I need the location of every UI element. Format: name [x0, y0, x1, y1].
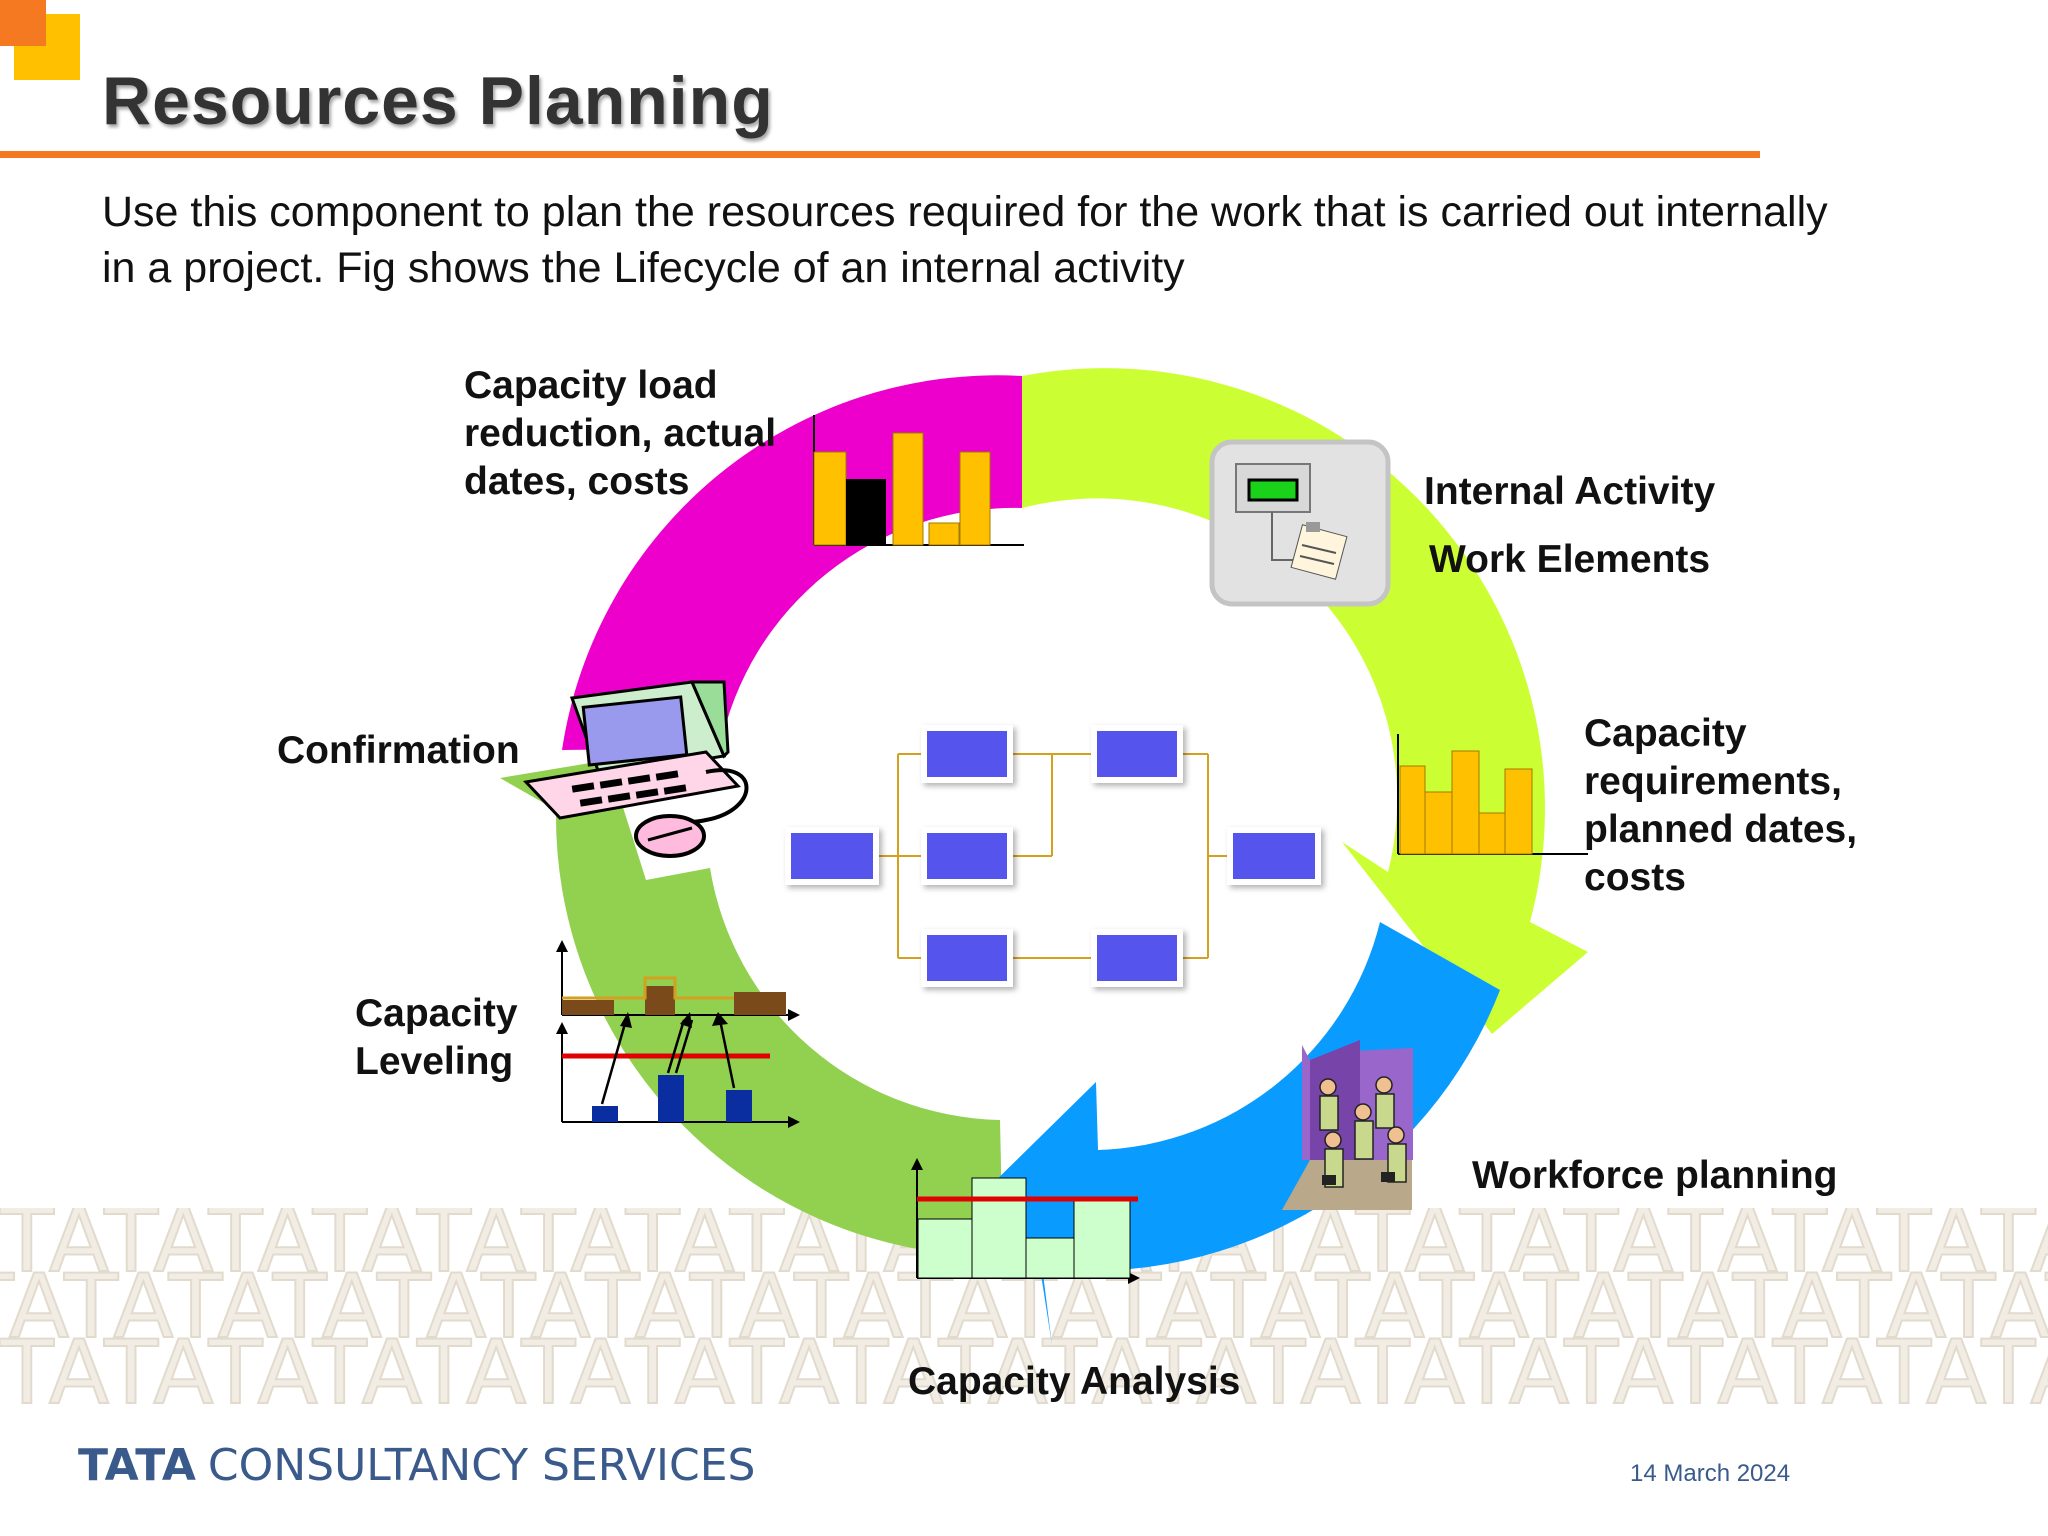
network-nodes	[785, 725, 1321, 987]
computer-icon	[522, 680, 749, 858]
confirmation-label: Confirmation	[277, 729, 520, 772]
subtitle-line-1: Use this component to plan the resources…	[102, 188, 1828, 236]
capacity-leveling-label: Capacity Leveling	[355, 992, 518, 1083]
network-node	[1091, 725, 1183, 783]
tcs-logo-bold: TATA	[78, 1440, 196, 1491]
workforce-people-icon	[1282, 1040, 1413, 1210]
internal-activity-icon	[1209, 439, 1391, 607]
ring-segment-lime	[1022, 368, 1588, 1034]
title-underline	[0, 151, 1760, 158]
network-node	[1227, 827, 1321, 885]
slide-title: Resources Planning	[102, 63, 774, 139]
tcs-logo-text: CONSULTANCY SERVICES	[207, 1440, 756, 1491]
workforce-planning-label: Workforce planning	[1472, 1154, 1838, 1197]
network-node	[921, 929, 1013, 987]
network-node	[921, 725, 1013, 783]
subtitle-line-2: in a project. Fig shows the Lifecycle of…	[102, 244, 1185, 292]
capacity-analysis-chart-icon	[911, 1158, 1140, 1284]
network-node	[1091, 929, 1183, 987]
capacity-requirements-chart-icon	[1397, 734, 1588, 855]
ring-segment-blue	[980, 922, 1500, 1345]
slide-subtitle: Use this component to plan the resources…	[102, 184, 1982, 296]
network-connectors	[876, 753, 1230, 959]
capacity-requirements-label: Capacity requirements, planned dates, co…	[1584, 712, 1858, 899]
corner-squares	[0, 0, 80, 80]
capacity-load-chart-icon	[813, 415, 1024, 546]
network-node	[785, 827, 879, 885]
capacity-analysis-label: Capacity Analysis	[908, 1360, 1241, 1403]
internal-activity-label: Internal Activity Work Elements	[1424, 470, 1716, 581]
slide-date: 14 March 2024	[1630, 1460, 1791, 1487]
capacity-leveling-chart-icon	[556, 940, 800, 1128]
watermark-row: TATATATATATATATATATATATATATATATATATATATA…	[0, 1321, 2048, 1418]
capacity-load-label: Capacity load reduction, actual dates, c…	[464, 364, 777, 503]
network-node	[921, 827, 1013, 885]
